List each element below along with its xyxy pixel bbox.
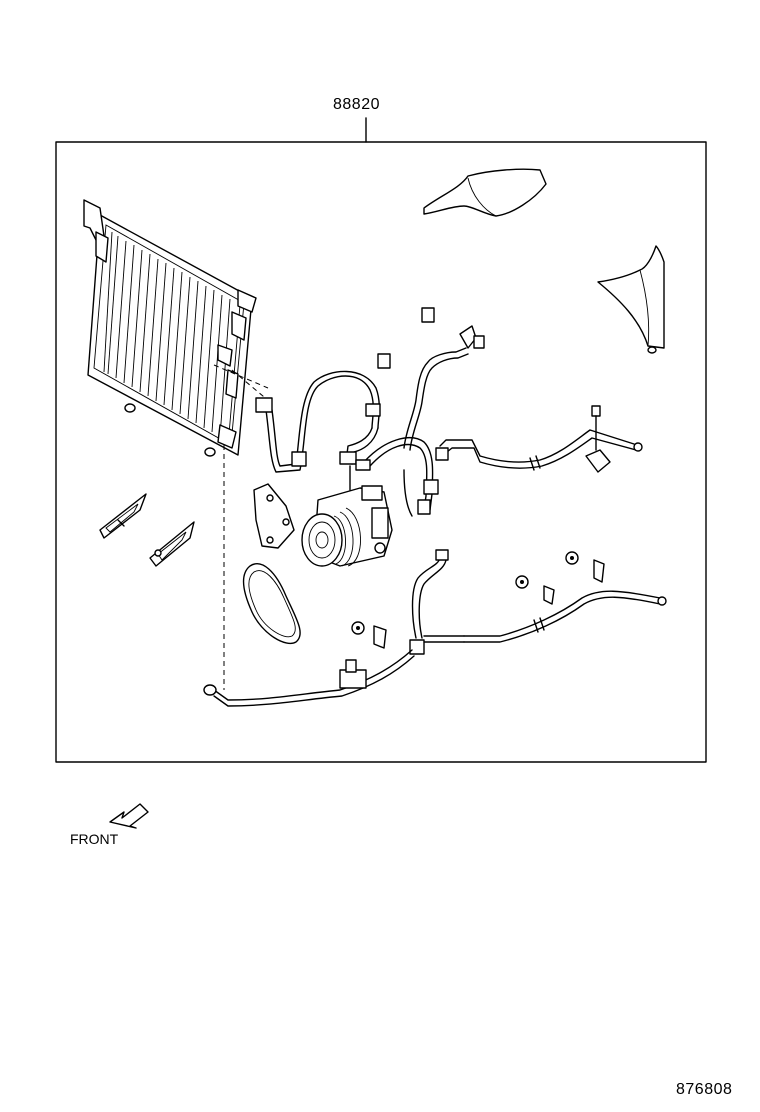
liquid-tube-lower	[463, 590, 667, 643]
discharge-hose	[255, 370, 381, 491]
drawing-reference-number: 876808	[676, 1081, 733, 1098]
center-pipe	[409, 549, 465, 655]
drive-belt	[242, 563, 301, 645]
assembly-part-number: 88820	[333, 96, 380, 113]
front-indicator-label: FRONT	[70, 831, 119, 847]
bolt-clip-center	[351, 621, 387, 649]
bolt-clip-mid-right	[515, 551, 605, 605]
clamp-top	[377, 307, 485, 369]
air-guide-left-upper	[99, 493, 147, 539]
front-arrow-icon	[109, 803, 149, 829]
liquid-tube-upper	[435, 429, 643, 471]
air-guide-left-lower	[149, 521, 195, 567]
liquid-line-lower	[203, 649, 415, 707]
suction-hose	[355, 347, 469, 517]
compressor-bracket	[253, 483, 295, 549]
shroud-side	[597, 245, 665, 354]
condenser	[83, 199, 257, 457]
ac-compressor	[301, 485, 393, 567]
assembly-frame	[55, 141, 707, 763]
bolt-clip-upper	[585, 405, 611, 473]
condenser-leaders	[213, 364, 271, 690]
shroud-upper	[423, 168, 547, 217]
